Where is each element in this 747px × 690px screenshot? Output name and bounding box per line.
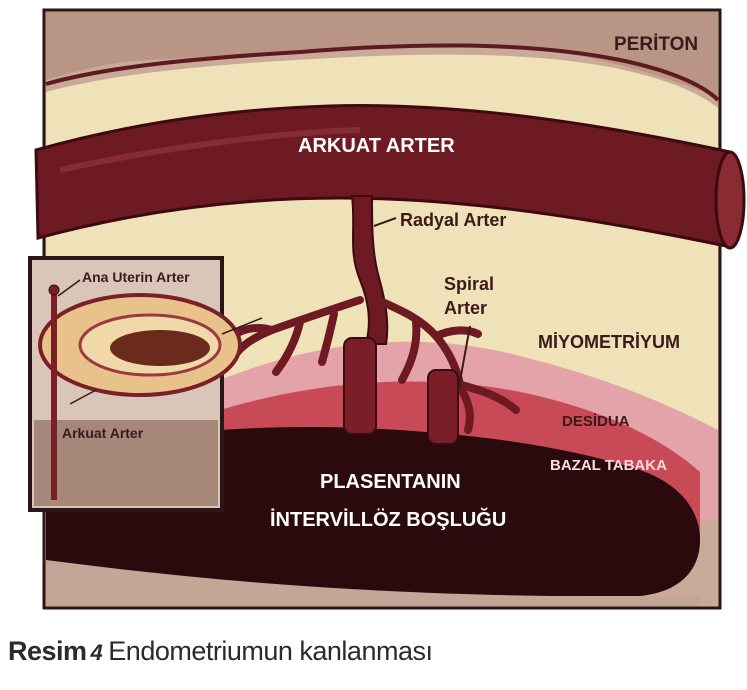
- intervilloz-label-line1: PLASENTANIN: [320, 471, 461, 493]
- inset-ana-uterin-dot: [49, 285, 59, 295]
- periton-label: PERİTON: [614, 34, 698, 55]
- caption-text: Endometriumun kanlanması: [108, 636, 432, 666]
- inset-uterus-cavity: [110, 330, 210, 366]
- spiral-arter-label-line1: Spiral: [444, 274, 494, 294]
- spiral-artery-2: [428, 370, 458, 444]
- spiral-arter-label-line2: Arter: [444, 298, 487, 318]
- bazal-tabaka-label: BAZAL TABAKA: [550, 457, 667, 474]
- intervilloz-label-line2: İNTERVİLLÖZ BOŞLUĞU: [270, 507, 506, 531]
- inset-arkuat-label: Arkuat Arter: [62, 425, 144, 441]
- caption-number: 4: [91, 640, 103, 665]
- miyometriyum-label: MİYOMETRİYUM: [538, 332, 680, 352]
- radyal-arter-label: Radyal Arter: [400, 210, 506, 230]
- arkuat-artery-end: [716, 152, 744, 248]
- inset-panel: Ana Uterin Arter Arkuat Arter: [30, 258, 240, 510]
- caption-prefix: Resim: [8, 636, 87, 666]
- inset-ana-uterin-label: Ana Uterin Arter: [82, 269, 190, 285]
- arkuat-arter-label: ARKUAT ARTER: [298, 135, 455, 157]
- desidua-label: DESİDUA: [562, 413, 630, 430]
- spiral-artery-1: [344, 338, 376, 434]
